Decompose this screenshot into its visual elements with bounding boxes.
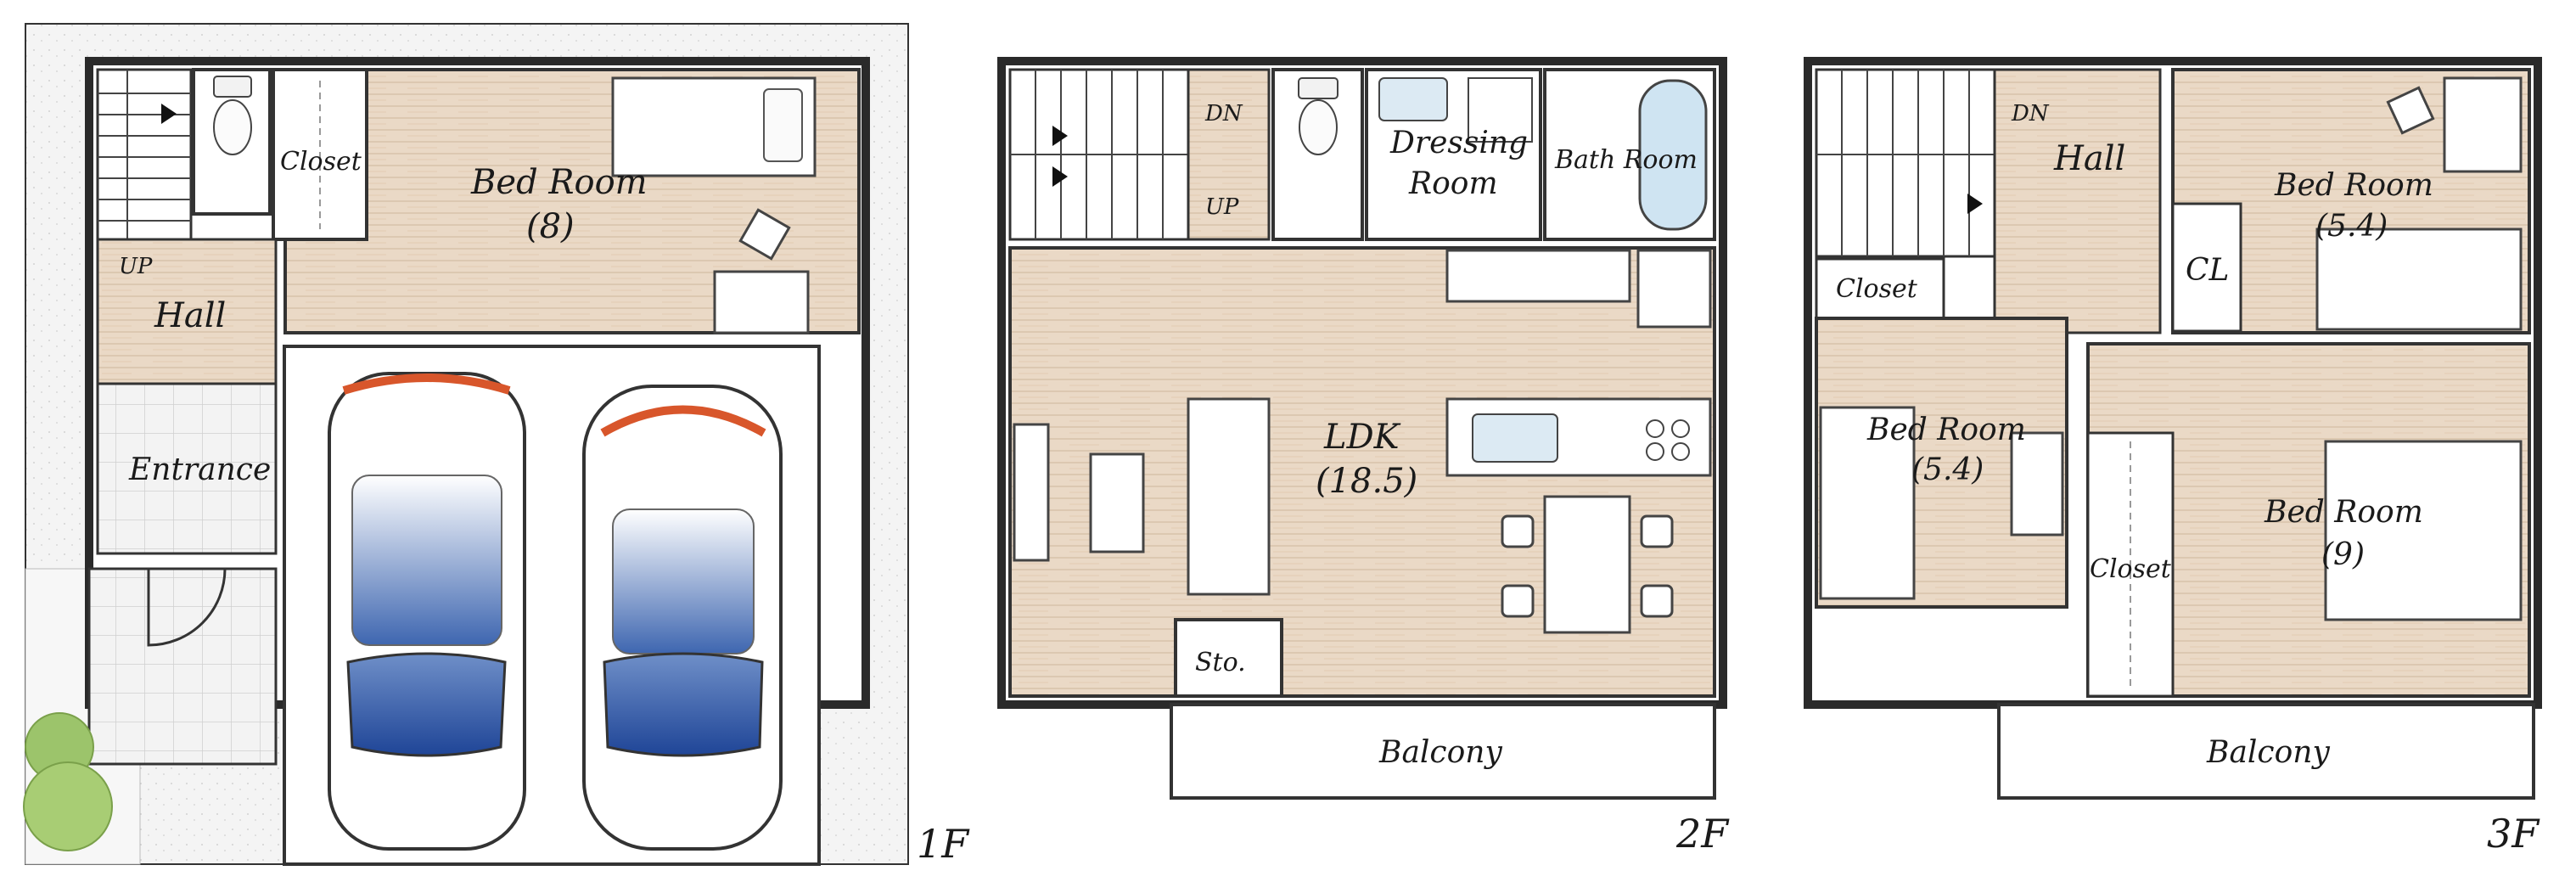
bed-room-a-size: (5.4) xyxy=(2315,209,2388,244)
balcony-2f xyxy=(1170,703,1716,800)
balcony-label-2f: Balcony xyxy=(1378,735,1502,770)
closet-a-label-3f: Closet xyxy=(1836,274,1918,304)
dn-label-3f: DN xyxy=(2011,101,2050,126)
fridge-icon xyxy=(1636,249,1712,329)
entrance-1f xyxy=(96,382,278,555)
entrance-door-swing xyxy=(147,568,227,647)
sofa-icon xyxy=(1187,397,1271,596)
low-table-icon xyxy=(1089,452,1145,553)
hall-label-1f: Hall xyxy=(154,296,226,335)
ldk-label: LDK xyxy=(1323,418,1401,457)
dining-chair-icon xyxy=(1501,514,1674,618)
bath-room-label: Bath Room xyxy=(1554,145,1698,175)
floor-1f: Closet Bed Room (8) UP Hall Entrance 1F xyxy=(23,23,970,867)
stair-arrow-icon xyxy=(1052,166,1068,187)
bed-icon-3f-c xyxy=(2324,440,2523,621)
balcony-3f xyxy=(1997,703,2535,800)
dining-table-icon xyxy=(1543,495,1631,634)
stair-arrow-icon xyxy=(161,104,177,124)
bed-room-a-label: Bed Room xyxy=(2274,168,2433,203)
closet-label-1f: Closet xyxy=(280,147,362,177)
up-label-2f: UP xyxy=(1205,194,1239,220)
kitchen-sink-icon xyxy=(1472,413,1558,463)
car-icon-2 xyxy=(582,385,783,851)
bed-room-c-size: (9) xyxy=(2321,537,2365,572)
hall-label-3f: Hall xyxy=(2053,139,2125,178)
stair-arrow-icon xyxy=(1052,126,1068,146)
balcony-label-3f: Balcony xyxy=(2206,735,2330,770)
hall-1f xyxy=(96,238,278,385)
storage-label-2f: Sto. xyxy=(1195,648,1246,677)
landing-2f xyxy=(1187,68,1271,241)
bed-icon-3f-a xyxy=(2315,228,2523,331)
tv-board-icon xyxy=(1013,423,1050,562)
hall-3f xyxy=(1993,68,2162,334)
bathtub-icon xyxy=(1638,79,1708,231)
closet-b-label-3f: Closet xyxy=(2090,554,2172,584)
desk-icon-3f-b xyxy=(2010,431,2064,537)
chair-icon-1f xyxy=(738,208,791,261)
floor-label-3f: 3F xyxy=(2487,811,2540,857)
bed-room-label-1f: Bed Room xyxy=(470,163,648,202)
dressing-label-2: Room xyxy=(1408,166,1498,201)
dn-label-2f: DN xyxy=(1204,101,1243,126)
floor-label-2f: 2F xyxy=(1675,811,1730,857)
staircase-3f xyxy=(1815,68,1996,258)
chair-icon-3f xyxy=(2386,86,2435,135)
storage-2f xyxy=(1174,618,1283,698)
floor-label-1f: 1F xyxy=(917,821,970,867)
washer-icon xyxy=(1468,77,1533,143)
toilet-tank-icon xyxy=(213,76,252,98)
tree-icon xyxy=(23,761,113,851)
ldk-size: (18.5) xyxy=(1316,462,1417,501)
bed-room-size-1f: (8) xyxy=(526,207,575,246)
cupboard-icon xyxy=(1445,249,1631,303)
desk-icon-1f xyxy=(713,270,810,334)
toilet-tank-icon xyxy=(1298,77,1339,99)
stair-arrow-icon xyxy=(1967,194,1983,214)
dressing-label-1: Dressing xyxy=(1389,126,1528,160)
desk-icon-3f xyxy=(2443,76,2523,173)
floor-3f: DN Hall Bed Room (5.4) CL Closet Bed Roo… xyxy=(1804,57,2542,857)
sink-icon xyxy=(1378,77,1448,121)
car-icon-1 xyxy=(328,372,526,851)
toilet-bowl-icon xyxy=(1299,99,1338,155)
bed-icon-3f-b xyxy=(1819,406,1916,600)
bed-room-b-size: (5.4) xyxy=(1911,452,1984,487)
staircase-1f xyxy=(96,68,193,241)
closet-a-3f xyxy=(1815,257,1945,320)
closet-cl-3f xyxy=(2171,202,2242,333)
up-label-1f: UP xyxy=(119,254,153,279)
stove-icon xyxy=(1646,419,1690,461)
floor-2f: DN UP Dressing Room Bath Room LDK (18.5)… xyxy=(997,57,1730,857)
bed-room-c-label: Bed Room xyxy=(2264,495,2423,530)
cl-label-3f: CL xyxy=(2186,253,2229,288)
bed-room-b-label: Bed Room xyxy=(1866,413,2026,447)
toilet-bowl-icon xyxy=(213,99,252,155)
entrance-label-1f: Entrance xyxy=(128,452,271,487)
porch-1f xyxy=(87,567,278,766)
pillow-icon xyxy=(763,88,803,162)
